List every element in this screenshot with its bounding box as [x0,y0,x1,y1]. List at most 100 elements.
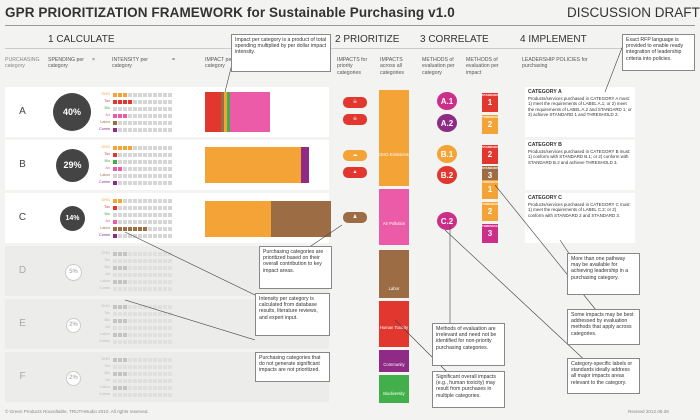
footer-copyright: © Green Products Roundtable, TRUTHstudio… [5,409,149,414]
intensity-cell [138,167,142,171]
intensity-cell [123,227,127,231]
intensity-cell [133,326,137,330]
intensity-cell [138,266,142,270]
intensity-cell [138,220,142,224]
intensity-cell [158,333,162,337]
intensity-cell [113,379,117,383]
intensity-cell [153,333,157,337]
intensity-cell [143,93,147,97]
intensity-cell [143,287,147,291]
intensity-cell [138,312,142,316]
intensity-cell [113,340,117,344]
intensity-cell [123,213,127,217]
intensity-cell [113,220,117,224]
intensity-cell [163,128,167,132]
intensity-label: Bio [104,212,111,216]
intensity-cell [143,312,147,316]
section-divider [5,48,695,49]
intensity-cell [138,199,142,203]
intensity-cell [118,128,122,132]
intensity-cell [163,153,167,157]
intensity-cell [123,326,127,330]
intensity-cell [123,146,127,150]
intensity-cell [143,181,147,185]
impact-ghg-label: GHG Emissions [379,152,409,157]
intensity-cell [133,93,137,97]
intensity-cell [123,340,127,344]
intensity-cell [118,273,122,277]
intensity-cell [158,312,162,316]
intensity-cell [138,333,142,337]
intensity-cell [133,259,137,263]
note-irrelevant: Methods of evaluation are irrelevant and… [432,323,505,366]
intensity-cell [133,340,137,344]
impact-air-label: Air Pollution [382,221,406,226]
intensity-cell [158,365,162,369]
intensity-cell [143,100,147,104]
intensity-cell [143,160,147,164]
intensity-cell [168,227,172,231]
intensity-cell [143,333,147,337]
intensity-cell [153,100,157,104]
header-impacts-across: IMPACTS across all categories [380,57,404,76]
intensity-cell [153,199,157,203]
intensity-cell [163,386,167,390]
intensity-cell [123,365,127,369]
intensity-cell [168,220,172,224]
intensity-cell [153,220,157,224]
intensity-cell [123,206,127,210]
intensity-cell [123,312,127,316]
header-methods-impact: METHODS of evaluation per impact [466,57,499,76]
policy-a-title: CATEGORY A [528,89,562,95]
intensity-cell [168,153,172,157]
intensity-cell [128,174,132,178]
intensity-cell [118,107,122,111]
intensity-cell [113,252,117,256]
impact-bar-segment [224,92,227,132]
intensity-cell [133,280,137,284]
impact-community: Community [379,350,409,372]
intensity-cell [118,372,122,376]
intensity-cell [138,365,142,369]
label-c2: C.2 [437,212,457,230]
intensity-cell [143,358,147,362]
intensity-cell [148,280,152,284]
intensity-label: Air [105,325,110,329]
intensity-cell [113,107,117,111]
intensity-cell [158,220,162,224]
intensity-cell [163,393,167,397]
intensity-label: Tox [104,205,110,209]
intensity-cell [163,259,167,263]
intensity-label: Labor [100,226,110,230]
intensity-cell [148,273,152,277]
intensity-cell [143,167,147,171]
intensity-cell [163,146,167,150]
intensity-cell [133,305,137,309]
intensity-cell [168,167,172,171]
intensity-cell [153,312,157,316]
intensity-cell [128,160,132,164]
intensity-cell [133,319,137,323]
intensity-cell [113,365,117,369]
intensity-cell [138,153,142,157]
intensity-cell [133,386,137,390]
intensity-cell [148,365,152,369]
intensity-cell [138,379,142,383]
intensity-cell [153,379,157,383]
intensity-cell [168,365,172,369]
intensity-cell [153,266,157,270]
intensity-cell [168,266,172,270]
intensity-cell [118,167,122,171]
intensity-cell [138,100,142,104]
intensity-cell [138,280,142,284]
label-a1: A.1 [437,92,457,110]
intensity-cell [158,213,162,217]
standard-tag: STANDARD [482,166,499,170]
intensity-cell [123,379,127,383]
intensity-label: Air [105,378,110,382]
standard-number: 3 [487,171,493,180]
intensity-cell [138,305,142,309]
intensity-cell [118,220,122,224]
intensity-cell [168,280,172,284]
